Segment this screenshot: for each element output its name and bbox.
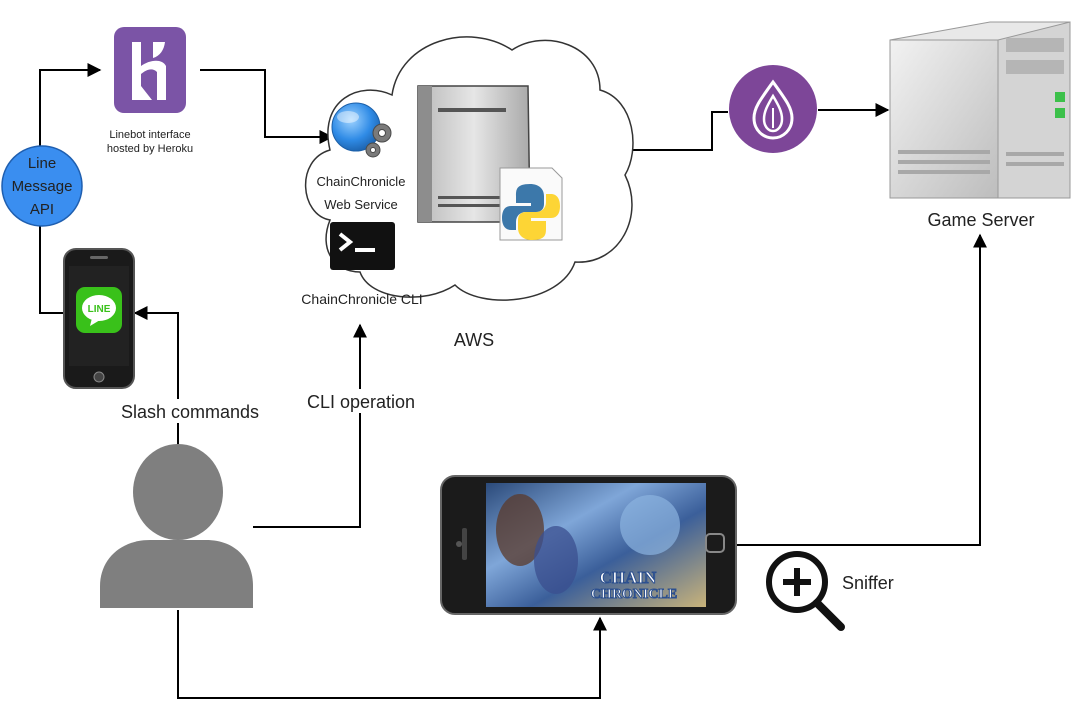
user-head-icon: [133, 444, 223, 540]
game-logo-line-1: CHAIN: [600, 568, 657, 587]
aws-server-slot-2: [438, 196, 506, 199]
line-api-label-1: Line: [28, 155, 56, 172]
game-server-node: Game Server: [889, 21, 1071, 230]
game-server-vent-3: [898, 170, 990, 174]
terminal-icon: [330, 222, 395, 270]
game-server-vent-4: [1006, 152, 1064, 156]
web-service-label-2: Web Service: [324, 197, 397, 212]
edge-labels: Slash commands CLI operation: [112, 389, 424, 423]
edge-heroku-to-webservice: [200, 69, 334, 144]
aws-server-slot-1: [438, 108, 506, 112]
game-server-led-2: [1055, 108, 1065, 118]
cli-node: ChainChronicle CLI: [301, 222, 423, 307]
gear-icon: [365, 123, 392, 158]
edge-phone-to-gameserver: [735, 233, 987, 546]
aws-label: AWS: [454, 330, 494, 350]
slash-commands-label: Slash commands: [121, 402, 259, 422]
aws-server-node: [417, 85, 563, 241]
heroku-glyph: [132, 42, 166, 100]
line-api-label-3: API: [30, 201, 54, 218]
user-node: [100, 444, 253, 608]
web-service-label-1: ChainChronicle: [317, 174, 406, 189]
game-server-label: Game Server: [927, 210, 1034, 230]
magnifier-icon: [766, 551, 828, 613]
terminal-prompt: [338, 232, 354, 252]
edge-user-to-cli: [253, 323, 367, 528]
game-phone-home-button: [705, 533, 725, 553]
heroku-node: Linebot interface hosted by Heroku: [107, 27, 193, 155]
game-server-vent-5: [1006, 162, 1064, 166]
game-art-character-3: [620, 495, 680, 555]
cli-operation-label: CLI operation: [307, 392, 415, 412]
cli-operation-label-bg: [298, 389, 424, 413]
line-app-bubble-tail: [90, 318, 100, 326]
sniffer-node: Sniffer: [766, 551, 894, 631]
game-phone-node: CHAIN CHRONICLE: [440, 475, 737, 615]
tor-onion-shape: [752, 79, 794, 140]
aws-server-slot-3: [438, 204, 506, 207]
line-phone-node: LINE: [63, 248, 135, 389]
user-body-icon: [100, 540, 253, 608]
game-server-vent-1: [898, 150, 990, 154]
line-app-label: LINE: [88, 304, 111, 315]
game-logo-line-2: CHRONICLE: [591, 587, 677, 602]
line-phone-home-button: [93, 371, 105, 383]
edge-api-to-heroku: [39, 63, 102, 148]
magnifier-handle: [813, 599, 845, 631]
edge-user-to-phone: [177, 610, 607, 699]
slash-commands-label-bg: [112, 399, 270, 423]
aws-server-side: [418, 86, 432, 222]
tor-onion-inner: [762, 93, 784, 133]
web-service-node: ChainChronicle Web Service: [317, 102, 406, 212]
heroku-caption-2: hosted by Heroku: [107, 143, 193, 155]
magnifier-plus: [783, 568, 811, 596]
game-server-led-1: [1055, 92, 1065, 102]
game-server-front: [889, 39, 999, 199]
tor-node: [729, 65, 817, 153]
python-logo-icon: [502, 184, 560, 240]
edge-lineapp-to-api: [39, 225, 65, 314]
game-phone-speaker: [462, 528, 467, 560]
game-art-character-1: [496, 494, 544, 566]
line-api-node: Line Message API: [1, 145, 83, 227]
line-api-label-2: Message: [12, 178, 73, 195]
game-server-bay-1: [1006, 38, 1064, 52]
heroku-caption-1: Linebot interface: [109, 129, 190, 141]
cli-label: ChainChronicle CLI: [301, 291, 422, 307]
line-phone-top-edge: [90, 256, 108, 259]
globe-highlight: [337, 111, 359, 123]
terminal-cursor: [355, 248, 375, 252]
game-art-character-2: [534, 526, 578, 594]
game-phone-camera: [456, 541, 462, 547]
game-server-bay-2: [1006, 60, 1064, 74]
edge-user-to-lineapp: [133, 306, 179, 448]
heroku-icon: [114, 27, 186, 113]
line-api-circle: [1, 145, 83, 227]
game-server-vent-2: [898, 160, 990, 164]
sniffer-label: Sniffer: [842, 573, 894, 593]
line-app-bubble: [82, 295, 116, 321]
